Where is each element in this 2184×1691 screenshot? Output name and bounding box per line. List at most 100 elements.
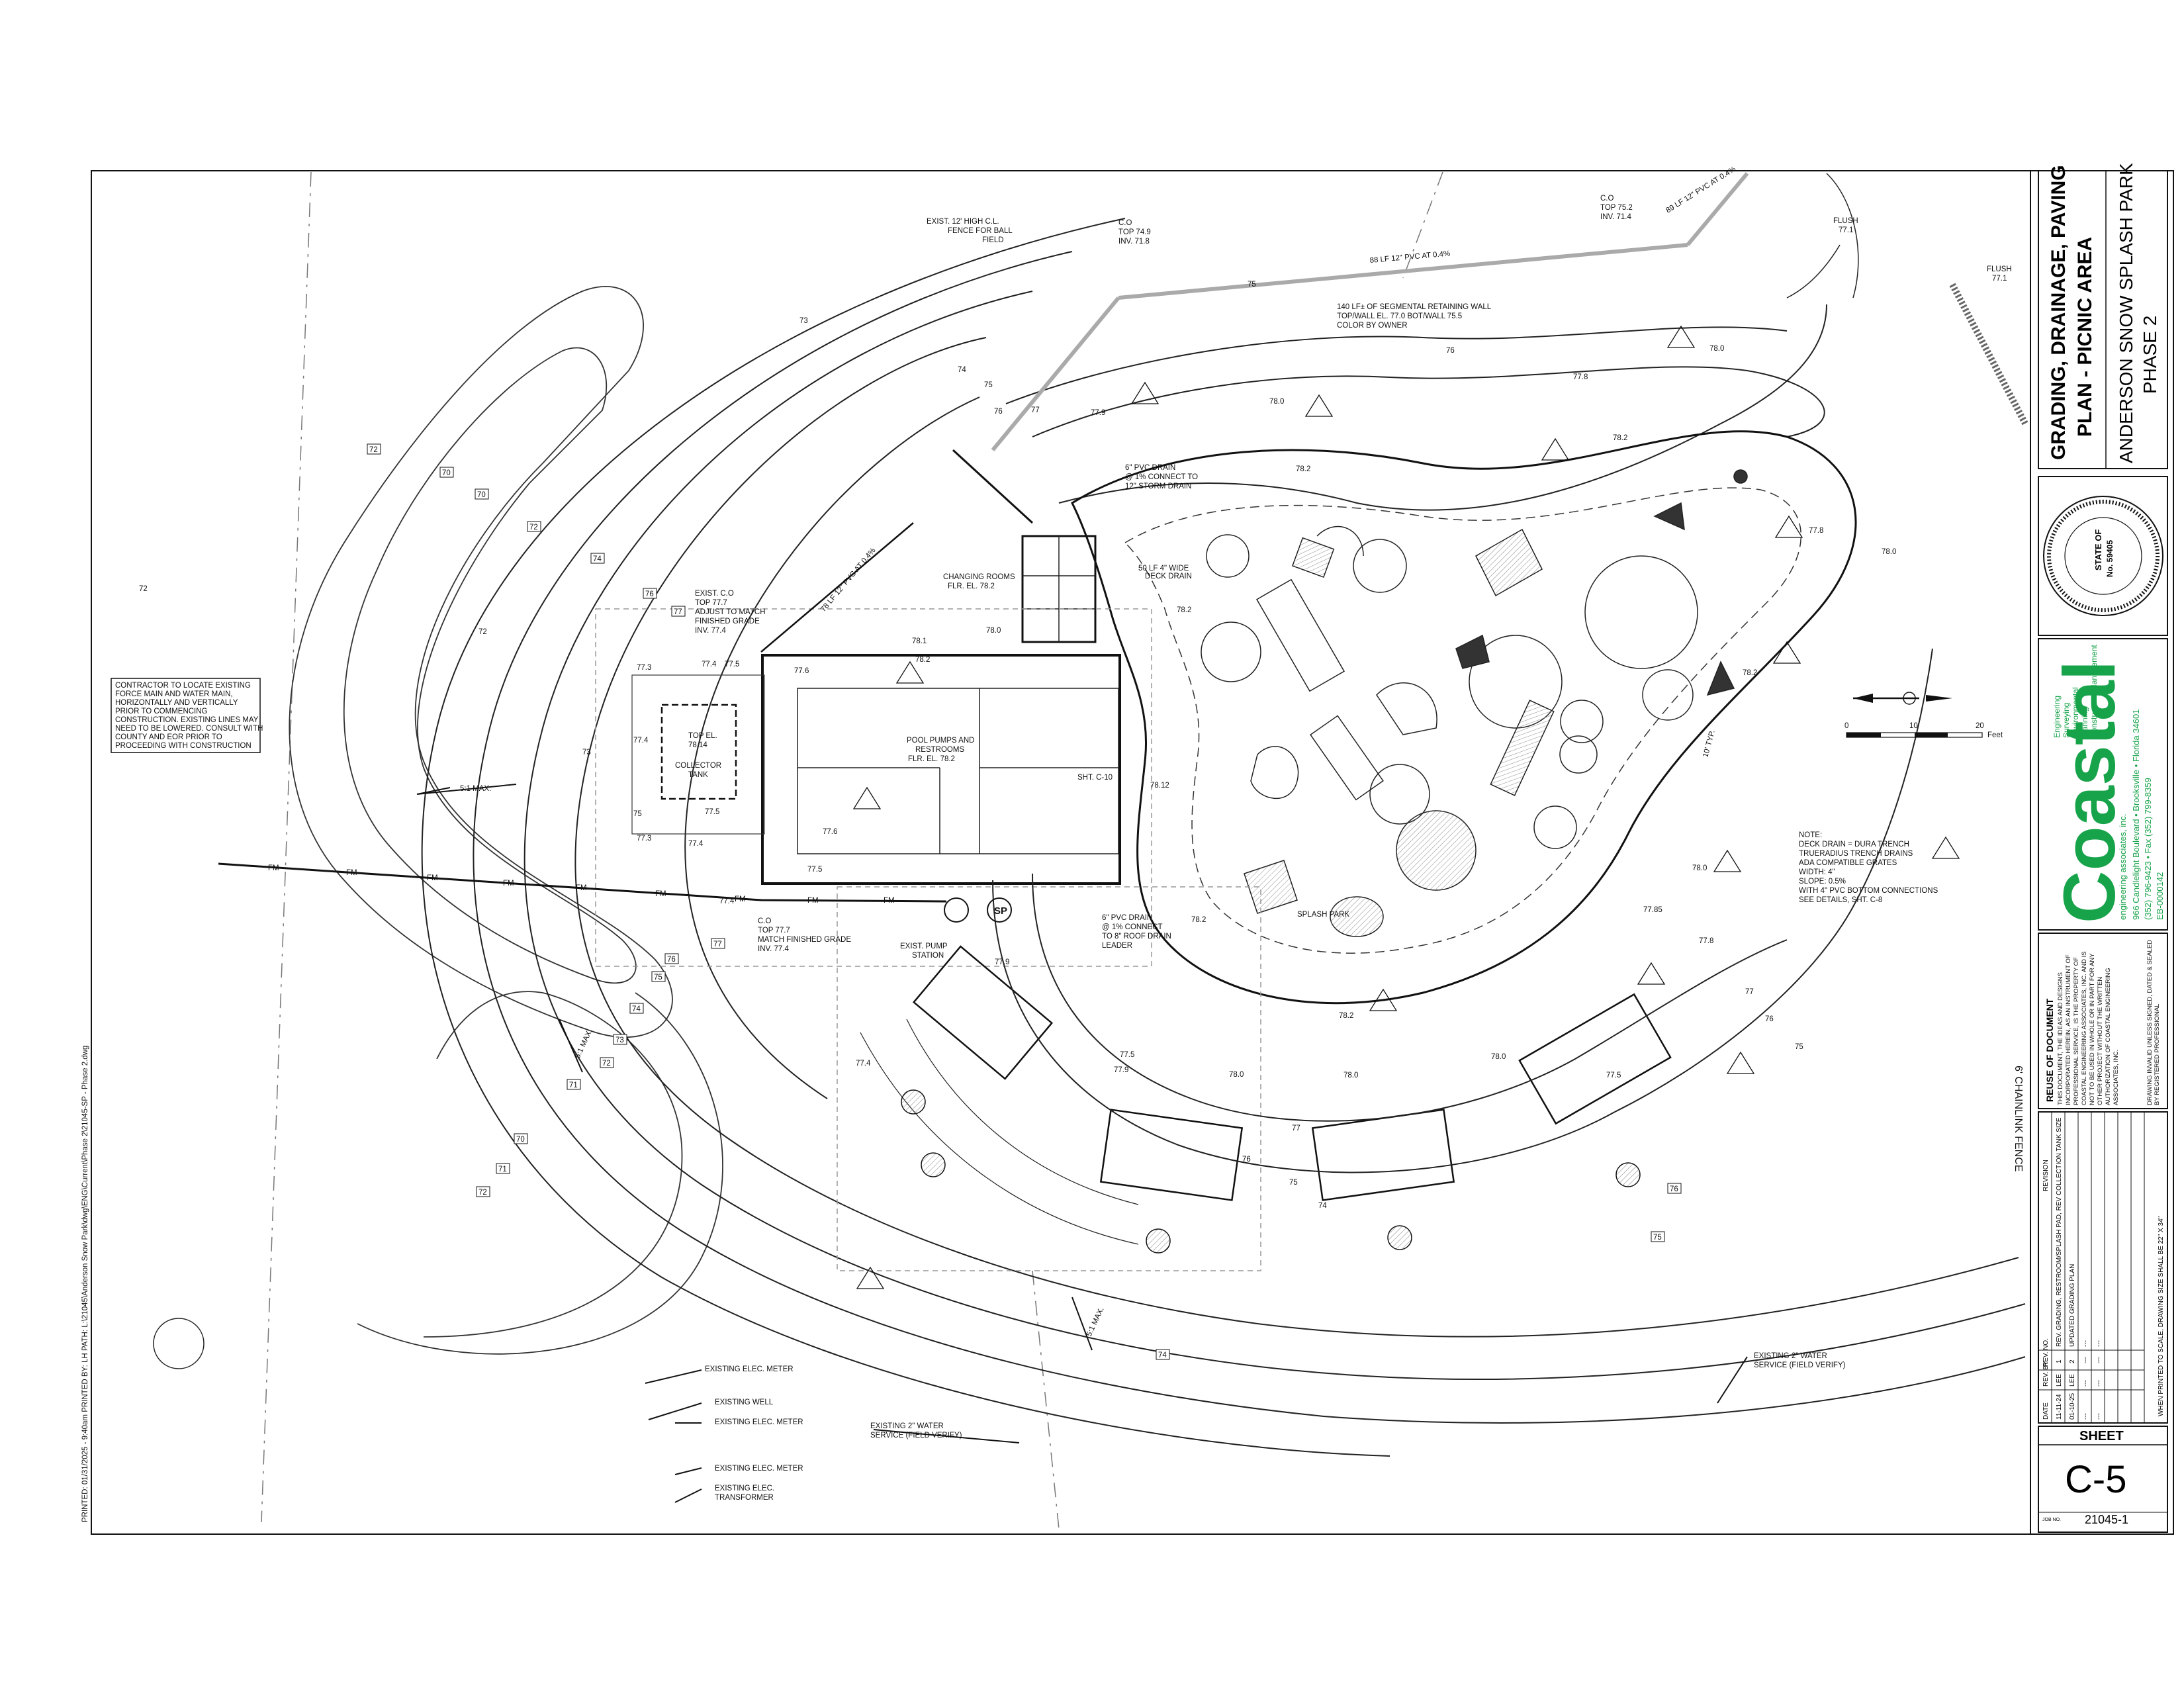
svg-text:5:1 MAX.: 5:1 MAX.	[1085, 1306, 1106, 1338]
svg-text:77.4: 77.4	[856, 1060, 871, 1068]
svg-text:78.2: 78.2	[1191, 916, 1206, 924]
svg-text:TRANSFORMER: TRANSFORMER	[715, 1494, 774, 1502]
svg-text:77.4: 77.4	[633, 737, 649, 745]
svg-text:77.3: 77.3	[637, 664, 651, 672]
svg-text:77.5: 77.5	[1120, 1051, 1134, 1059]
svg-text:DECK DRAIN: DECK DRAIN	[1145, 572, 1192, 580]
svg-text:STATE OF: STATE OF	[2093, 529, 2103, 571]
svg-text:78.2: 78.2	[915, 656, 930, 664]
svg-text:70: 70	[477, 491, 486, 499]
svg-text:---: ---	[2082, 1357, 2089, 1363]
svg-text:LEADER: LEADER	[1102, 942, 1132, 950]
svg-text:76: 76	[1765, 1015, 1774, 1023]
svg-text:@ 1% CONNECT: @ 1% CONNECT	[1102, 923, 1163, 931]
svg-text:75: 75	[1653, 1234, 1662, 1242]
svg-text:PRIOR TO COMMENCING: PRIOR TO COMMENCING	[115, 708, 208, 715]
svg-text:75: 75	[1795, 1043, 1803, 1051]
svg-text:72: 72	[602, 1060, 611, 1068]
svg-text:77: 77	[1031, 406, 1040, 414]
svg-text:FENCE FOR BALL: FENCE FOR BALL	[948, 227, 1013, 235]
svg-text:SPLASH PARK: SPLASH PARK	[1297, 911, 1349, 919]
svg-text:C.O: C.O	[1600, 195, 1614, 203]
svg-text:COLOR BY OWNER: COLOR BY OWNER	[1337, 322, 1408, 330]
svg-text:74: 74	[632, 1005, 641, 1013]
svg-text:77.9: 77.9	[1091, 409, 1105, 417]
svg-text:20: 20	[1976, 722, 1984, 730]
deck-drain-note: NOTE: DECK DRAIN = DURA TRENCH TRUERADIU…	[1799, 831, 1938, 904]
svg-text:75: 75	[1248, 281, 1256, 289]
svg-text:77: 77	[674, 608, 682, 616]
svg-text:ANDERSON SNOW SPLASH PARK: ANDERSON SNOW SPLASH PARK	[2116, 163, 2136, 463]
svg-text:GRADING, DRAINAGE, PAVING: GRADING, DRAINAGE, PAVING	[2048, 165, 2070, 460]
svg-text:76: 76	[1446, 347, 1455, 355]
svg-text:FM: FM	[576, 884, 587, 892]
svg-text:70: 70	[442, 469, 451, 477]
svg-text:MATCH FINISHED GRADE: MATCH FINISHED GRADE	[758, 936, 851, 944]
title-block: GRADING, DRAINAGE, PAVING PLAN - PICNIC …	[2038, 163, 2168, 1533]
svg-text:LEE: LEE	[2056, 1374, 2063, 1387]
svg-text:---: ---	[2082, 1413, 2089, 1420]
svg-text:77.4: 77.4	[719, 897, 735, 905]
svg-text:---: ---	[2082, 1380, 2089, 1387]
svg-text:77.5: 77.5	[1606, 1072, 1621, 1079]
svg-text:6" PVC DRAIN: 6" PVC DRAIN	[1125, 464, 1175, 472]
svg-text:---: ---	[2082, 1340, 2089, 1347]
svg-text:77: 77	[1292, 1124, 1300, 1132]
print-path-note: PRINTED: 01/31/2025 - 9:40am PRINTED BY:…	[81, 1046, 89, 1522]
svg-text:Planning: Planning	[2080, 707, 2089, 738]
svg-text:78.0: 78.0	[1229, 1071, 1244, 1079]
svg-text:---: ---	[2095, 1340, 2103, 1347]
svg-text:78.0: 78.0	[1882, 548, 1896, 556]
svg-text:(352) 796-9423 • Fax (352) 7: (352) 796-9423 • Fax (352) 799-8359	[2143, 778, 2153, 920]
svg-text:RESTROOMS: RESTROOMS	[915, 746, 964, 754]
svg-text:COLLECTOR: COLLECTOR	[675, 762, 721, 770]
svg-text:EXISTING ELEC. METER: EXISTING ELEC. METER	[715, 1418, 803, 1426]
svg-text:FM: FM	[346, 869, 357, 877]
svg-text:TOP 74.9: TOP 74.9	[1118, 228, 1151, 236]
svg-text:INV. 71.4: INV. 71.4	[1600, 213, 1631, 221]
svg-text:76: 76	[994, 408, 1003, 416]
svg-text:NEED TO BE LOWERED. CONSULT WI: NEED TO BE LOWERED. CONSULT WITH	[115, 725, 263, 733]
svg-text:76: 76	[1670, 1185, 1678, 1193]
svg-text:Construction Management: Construction Management	[2089, 645, 2099, 738]
site-plan	[153, 171, 2028, 1530]
contour-labels: 73 74 75 76 77 72 72 73 75 76 75 77 77 7…	[139, 281, 1803, 1210]
svg-text:76: 76	[645, 590, 654, 598]
svg-text:966 Candlelight Boulevard •: 966 Candlelight Boulevard • Brooksville …	[2131, 709, 2141, 920]
svg-text:88 LF 12" PVC AT 0.4%: 88 LF 12" PVC AT 0.4%	[1369, 250, 1451, 265]
svg-text:77.6: 77.6	[823, 828, 837, 836]
svg-text:PROCEEDING WITH CONSTRUCTION: PROCEEDING WITH CONSTRUCTION	[115, 742, 251, 750]
restroom-building	[761, 654, 1121, 885]
labels: CONTRACTOR TO LOCATE EXISTING FORCE MAIN…	[111, 165, 2024, 1502]
svg-text:72: 72	[369, 446, 378, 454]
svg-text:10' TYP.: 10' TYP.	[1702, 729, 1716, 758]
svg-text:77.8: 77.8	[1699, 937, 1713, 945]
validity-text: DRAWING INVALID UNLESS SIGNED, DATED & S…	[2146, 939, 2161, 1105]
svg-text:FINISHED GRADE: FINISHED GRADE	[695, 617, 760, 625]
svg-text:10: 10	[1909, 722, 1918, 730]
svg-text:REV. BY: REV. BY	[2042, 1361, 2050, 1387]
svg-text:TO 8" ROOF DRAIN: TO 8" ROOF DRAIN	[1102, 933, 1171, 940]
svg-text:74: 74	[593, 555, 602, 563]
svg-text:73: 73	[582, 749, 591, 756]
svg-text:REV. NO.: REV. NO.	[2042, 1338, 2050, 1367]
svg-text:72: 72	[478, 628, 487, 636]
svg-text:EB-0000142: EB-0000142	[2155, 872, 2165, 920]
svg-text:EXISTING WELL: EXISTING WELL	[715, 1398, 774, 1406]
svg-text:77.6: 77.6	[794, 667, 809, 675]
picnic-shelters	[912, 945, 1672, 1201]
svg-text:FM: FM	[655, 890, 666, 898]
svg-text:TOP 75.2: TOP 75.2	[1600, 204, 1633, 212]
svg-text:ADJUST TO MATCH: ADJUST TO MATCH	[695, 608, 766, 616]
force-main	[218, 862, 947, 903]
svg-text:UPDATED GRADING PLAN: UPDATED GRADING PLAN	[2069, 1264, 2076, 1347]
spot-elevations: 77.9 78.0 78.2 78.0 78.2 77.8 77.8 78.2 …	[633, 345, 1896, 1079]
svg-text:75: 75	[984, 381, 993, 389]
svg-text:6" PVC DRAIN: 6" PVC DRAIN	[1102, 914, 1152, 922]
svg-text:1: 1	[2056, 1359, 2063, 1363]
svg-text:SERVICE (FIELD VERIFY): SERVICE (FIELD VERIFY)	[1754, 1361, 1846, 1369]
svg-text:STATION: STATION	[912, 952, 944, 960]
svg-text:78.2: 78.2	[1296, 465, 1310, 473]
svg-text:JOB NO.: JOB NO.	[2042, 1518, 2061, 1522]
